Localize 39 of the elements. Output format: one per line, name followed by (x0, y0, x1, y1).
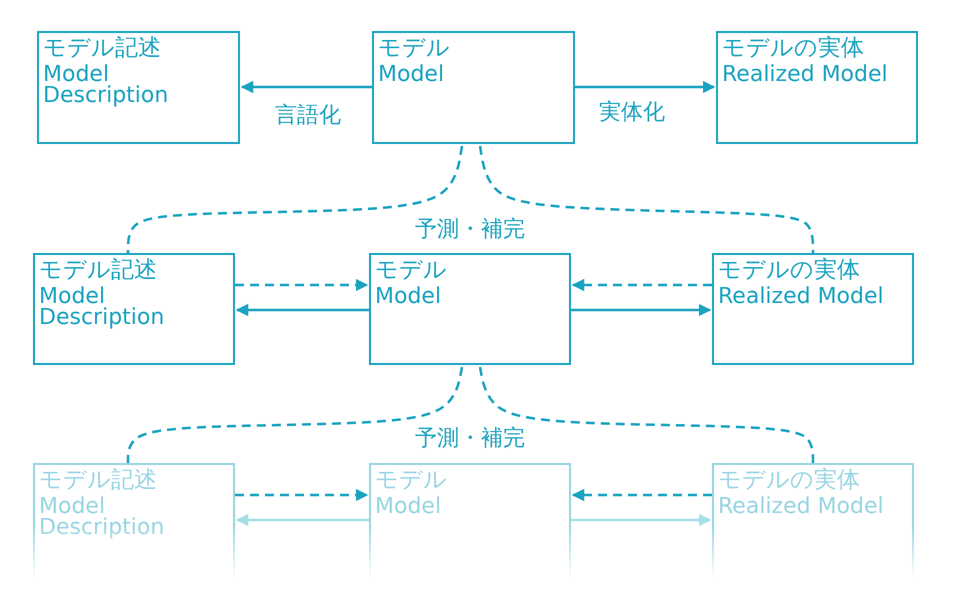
dashed-arrow (572, 488, 712, 502)
box-heading: モデルの実体 (718, 467, 861, 494)
process-box (716, 31, 918, 144)
box-heading: モデル記述 (43, 35, 162, 62)
box-heading: モデル (378, 35, 451, 62)
box-heading: モデル (375, 467, 448, 494)
dashed-arrow (235, 278, 368, 292)
process-box (33, 253, 235, 365)
box-text: Model (378, 65, 446, 86)
arrow (236, 304, 369, 316)
arrow (575, 80, 716, 94)
note-label: 予測・補完 (415, 216, 525, 244)
box-text: Model Description (39, 287, 166, 330)
process-box (712, 253, 914, 365)
box-heading: モデルの実体 (722, 35, 865, 62)
arrow (240, 80, 372, 94)
process-box (37, 31, 240, 144)
process-box (372, 31, 575, 144)
box-text: Model (375, 497, 442, 518)
dashed-arrow (572, 278, 712, 292)
arrow (571, 514, 712, 526)
box-heading: モデル記述 (39, 467, 158, 494)
box-heading: モデル記述 (39, 257, 158, 284)
box-text: Realized Model (722, 65, 889, 86)
dashed-arrow (235, 488, 368, 502)
process-box (369, 253, 571, 365)
box-text: Model Description (39, 497, 166, 540)
note-label: 予測・補完 (415, 425, 525, 453)
arrow (571, 304, 712, 316)
process-box (712, 463, 914, 578)
box-text: Model (375, 287, 442, 308)
process-box (369, 463, 571, 578)
box-heading: モデル (375, 257, 448, 284)
box-text: Realized Model (718, 287, 885, 308)
box-text: Realized Model (718, 497, 885, 518)
box-heading: モデルの実体 (718, 257, 861, 284)
process-box (33, 463, 235, 578)
arrow (236, 514, 369, 526)
box-text: Model Description (43, 65, 170, 108)
